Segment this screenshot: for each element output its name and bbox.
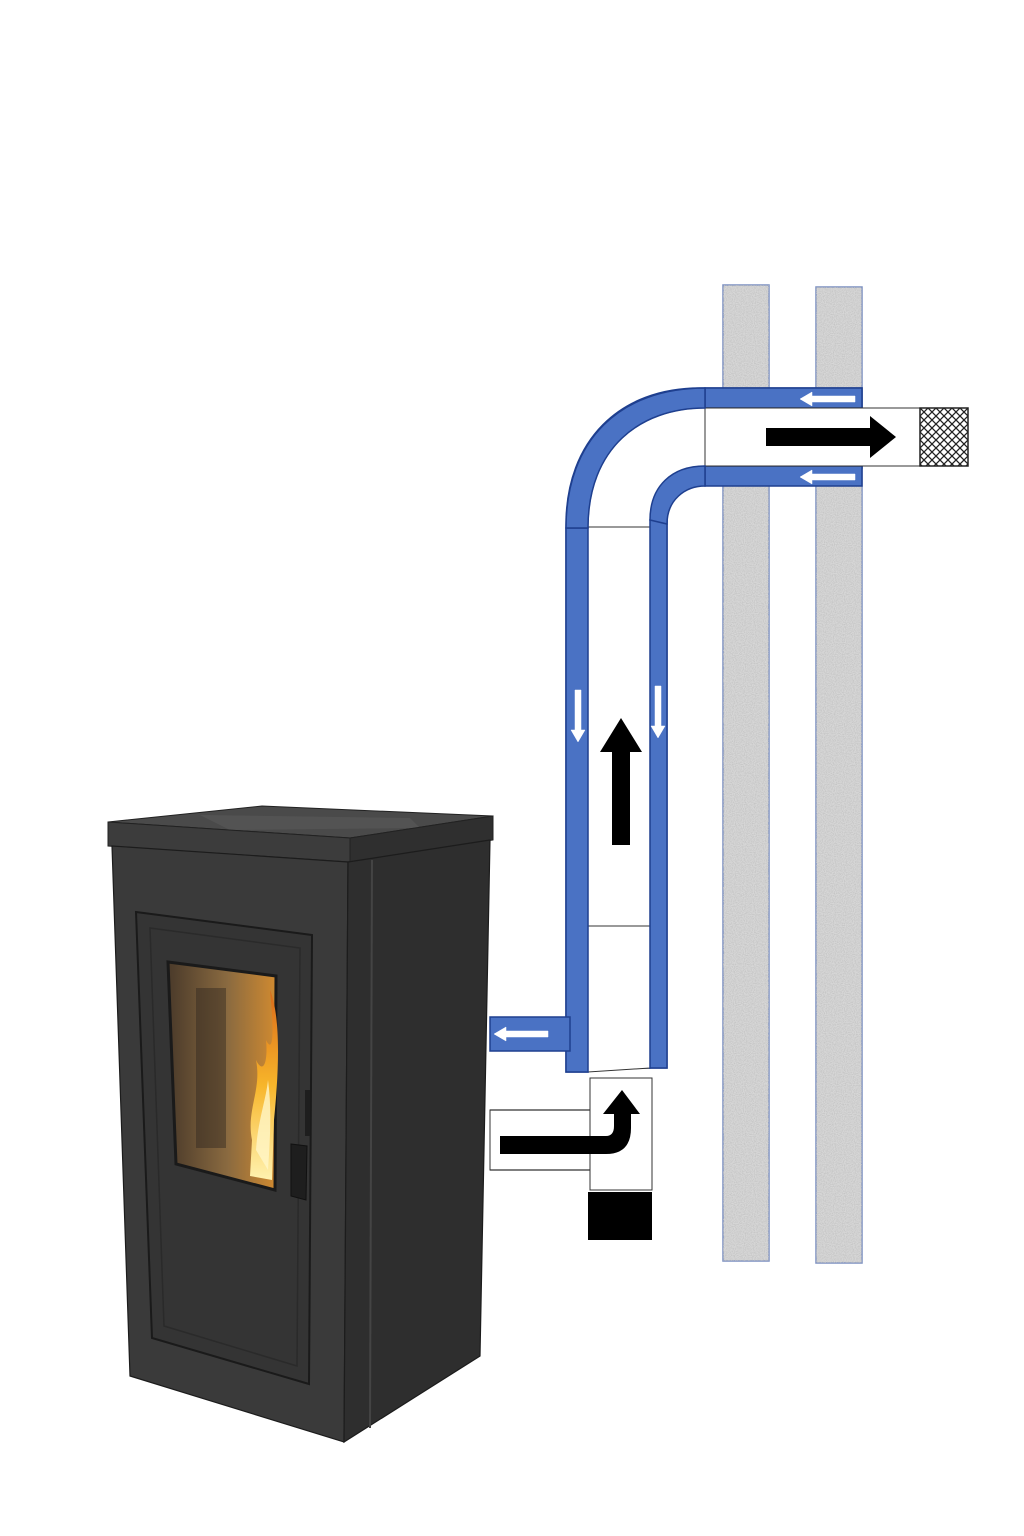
stove-side-face <box>343 839 491 1444</box>
fresh-air-in-top-arrow <box>799 391 856 407</box>
fresh-air-arrows <box>493 391 856 1042</box>
exhaust-arrows <box>500 416 896 1154</box>
concentric-flue-pipe <box>489 387 921 1191</box>
stove-top-edge-side <box>349 815 494 863</box>
exhaust-up-arrow <box>600 718 642 845</box>
fresh-air-down-left-arrow <box>570 689 586 743</box>
fresh-air-down-right-arrow <box>650 685 666 739</box>
fresh-air-in-bottom-arrow <box>799 469 856 485</box>
pellet-stove <box>107 805 494 1444</box>
fresh-air-to-stove-arrow <box>493 1026 549 1042</box>
bottom-condensate-cap <box>588 1192 652 1240</box>
flame-icon <box>250 990 278 1180</box>
mesh-terminal-cap <box>919 407 969 467</box>
exhaust-out-arrow <box>766 416 896 458</box>
stove-door-handle <box>290 1143 308 1201</box>
exhaust-from-stove-arrow <box>500 1090 640 1154</box>
stove-glass-window <box>166 960 278 1192</box>
